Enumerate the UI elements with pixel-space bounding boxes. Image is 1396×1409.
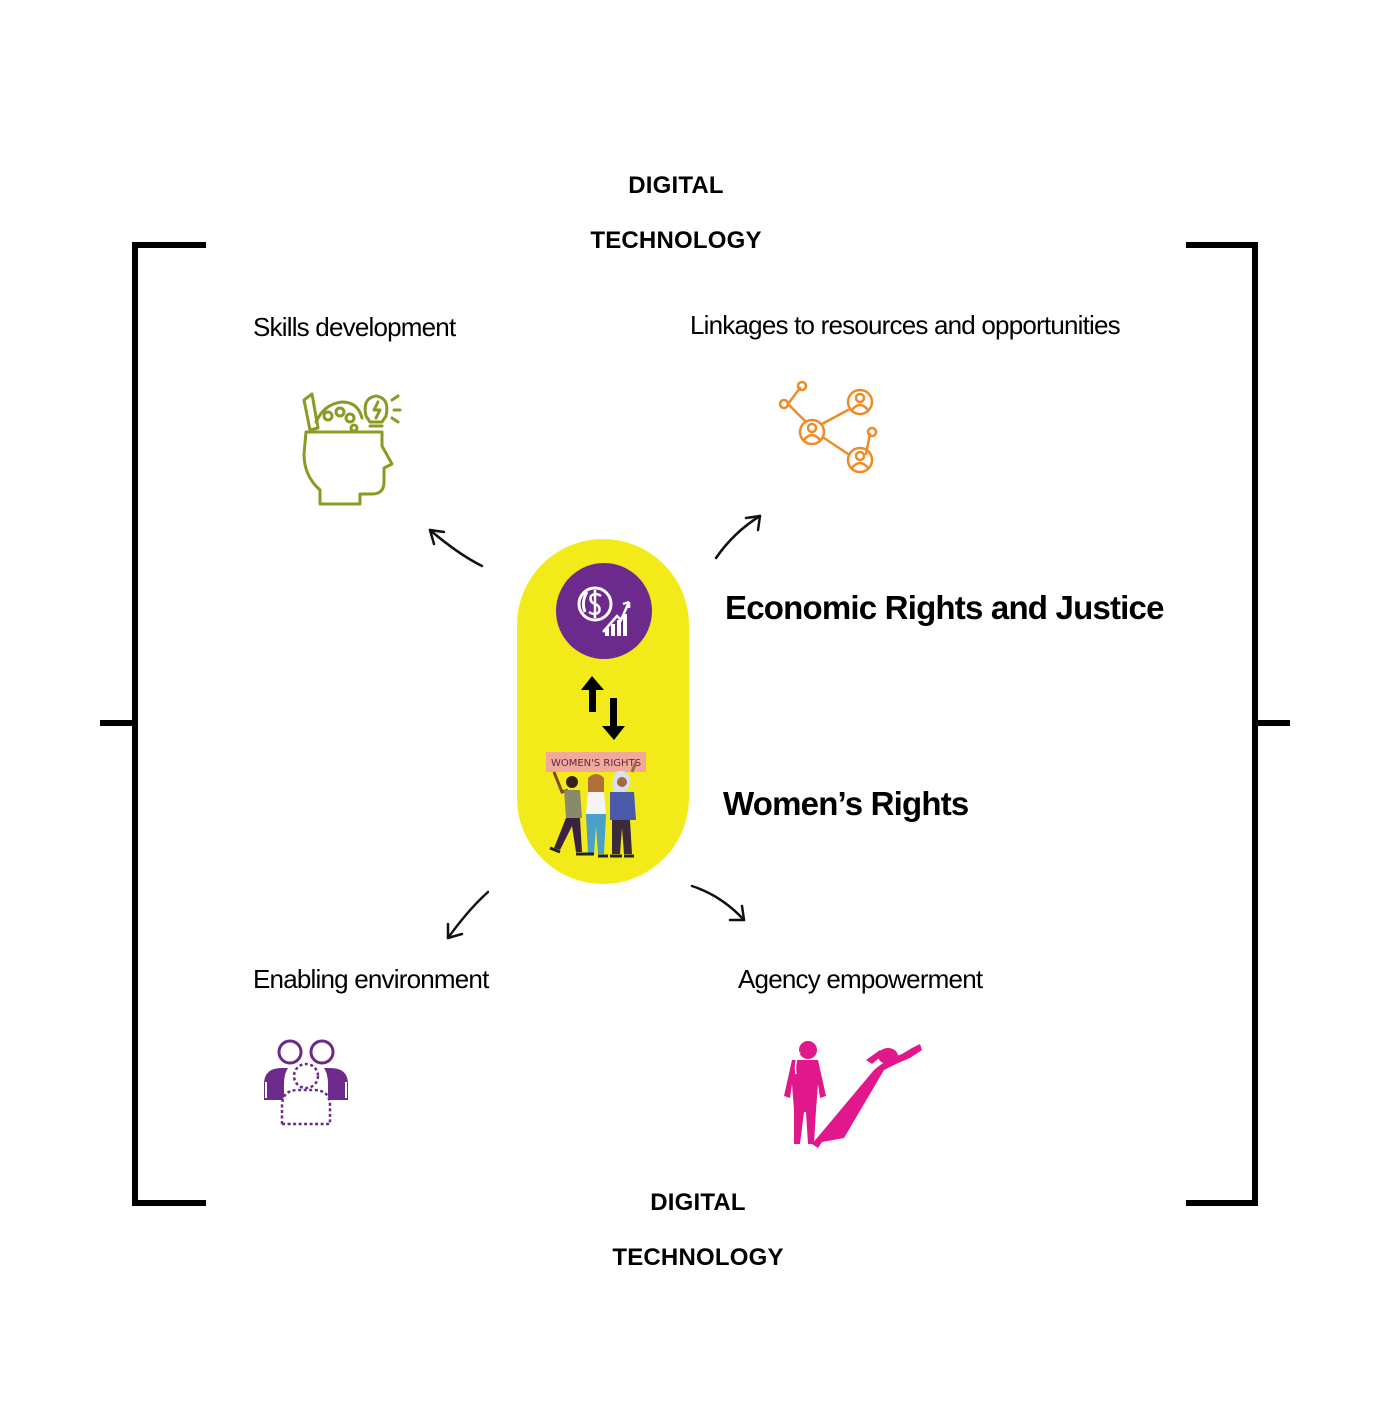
arrow-to-environment	[446, 890, 490, 940]
top-title-line-2: TECHNOLOGY	[590, 227, 762, 254]
woman-shadow-empowerment-icon	[784, 1041, 922, 1148]
dollar-growth-icon	[556, 563, 652, 659]
womens-rights-label: Women’s Rights	[723, 785, 969, 822]
agency-label: Agency empowerment	[738, 964, 983, 994]
up-down-arrows-icon	[581, 676, 625, 740]
left-bracket	[132, 242, 206, 1206]
women-protest-icon: WOMEN'S RIGHTS	[546, 752, 646, 858]
linkages-label: Linkages to resources and opportunities	[690, 310, 1121, 340]
bottom-title-line-1: DIGITAL	[650, 1189, 746, 1216]
network-people-icon	[778, 380, 878, 474]
bottom-title-line-2: TECHNOLOGY	[612, 1244, 784, 1271]
group-people-icon	[264, 1039, 348, 1126]
banner-text: WOMEN'S RIGHTS	[551, 758, 641, 769]
right-bracket	[1186, 242, 1258, 1206]
head-ideas-icon	[302, 392, 402, 506]
right-bracket-tick	[1252, 720, 1290, 726]
arrow-to-agency	[690, 884, 746, 922]
arrow-to-linkages	[714, 514, 762, 560]
top-title-line-1: DIGITAL	[628, 172, 724, 199]
economic-rights-label: Economic Rights and Justice	[725, 589, 1164, 626]
arrow-to-skills	[428, 528, 484, 568]
left-bracket-tick	[100, 720, 138, 726]
skills-label: Skills development	[253, 312, 456, 342]
environment-label: Enabling environment	[253, 964, 489, 994]
